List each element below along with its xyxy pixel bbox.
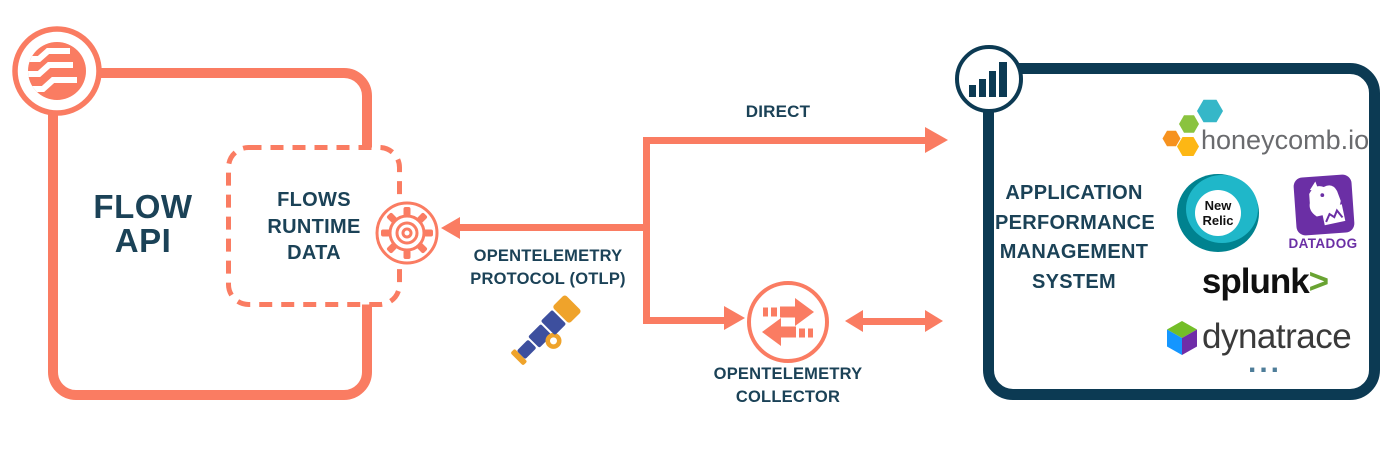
direct-arrowhead-icon bbox=[925, 127, 948, 153]
collector-arrowhead-icon bbox=[724, 306, 745, 330]
flow-api-title-line2: API bbox=[114, 222, 172, 259]
newrelic-logo-icon: New Relic bbox=[1177, 174, 1259, 252]
collector-label: OPENTELEMETRY COLLECTOR bbox=[688, 363, 888, 409]
runtime-line2: RUNTIME bbox=[267, 215, 361, 238]
apm-title-line1: APPLICATION bbox=[1005, 182, 1143, 204]
splunk-logo: splunk> bbox=[1190, 262, 1340, 302]
bidirectional-arrowhead-left-icon bbox=[845, 310, 863, 332]
dynatrace-cube-icon bbox=[1167, 321, 1197, 355]
honeycomb-logo-icon bbox=[1162, 99, 1223, 156]
apm-title: APPLICATION PERFORMANCE MANAGEMENT SYSTE… bbox=[995, 179, 1155, 297]
telescope-icon bbox=[511, 295, 581, 365]
otlp-arrow-line bbox=[459, 224, 650, 231]
bar-chart-icon bbox=[969, 62, 1007, 97]
newrelic-text-line2: Relic bbox=[1202, 213, 1233, 228]
honeycomb-logo-text: honeycomb.io bbox=[1201, 125, 1370, 155]
direct-label: DIRECT bbox=[745, 102, 811, 121]
splunk-chevron-icon: > bbox=[1308, 262, 1329, 301]
collector-label-line2: COLLECTOR bbox=[735, 388, 841, 406]
otlp-label-line1: OPENTELEMETRY bbox=[473, 247, 623, 265]
datadog-logo-text: DATADOG bbox=[1288, 236, 1358, 251]
exchange-arrows-icon bbox=[762, 298, 814, 346]
dynatrace-logo-text: dynatrace bbox=[1202, 317, 1352, 356]
apm-title-line4: SYSTEM bbox=[1031, 270, 1117, 293]
gear-icon bbox=[375, 201, 439, 265]
bar-chart-circle bbox=[955, 45, 1023, 113]
flow-logo-icon bbox=[12, 26, 102, 116]
flows-runtime-data-title: FLOWS RUNTIME DATA bbox=[228, 187, 400, 267]
newrelic-text-line1: New bbox=[1205, 198, 1233, 213]
more-vendors-ellipsis: ... bbox=[1247, 346, 1282, 379]
collector-label-line1: OPENTELEMETRY bbox=[713, 365, 863, 383]
flow-api-title-line1: FLOW bbox=[93, 188, 193, 225]
runtime-line1: FLOWS bbox=[277, 189, 351, 211]
otlp-label-line2: PROTOCOL (OTLP) bbox=[470, 270, 626, 288]
otlp-label: OPENTELEMETRY PROTOCOL (OTLP) bbox=[452, 245, 644, 291]
bidirectional-arrowhead-right-icon bbox=[925, 310, 943, 332]
otlp-arrowhead-icon bbox=[441, 217, 460, 239]
direct-arrow-line bbox=[643, 137, 925, 144]
bidirectional-arrow-line bbox=[861, 318, 927, 325]
collector-arrow-line bbox=[643, 317, 725, 324]
apm-title-line3: MANAGEMENT bbox=[999, 241, 1149, 263]
opentelemetry-collector-node bbox=[747, 281, 829, 363]
flow-api-title: FLOW API bbox=[63, 190, 223, 258]
runtime-line3: DATA bbox=[287, 242, 341, 264]
splunk-logo-text: splunk bbox=[1201, 262, 1310, 301]
datadog-logo-icon bbox=[1293, 174, 1355, 236]
apm-title-line2: PERFORMANCE bbox=[995, 211, 1155, 234]
